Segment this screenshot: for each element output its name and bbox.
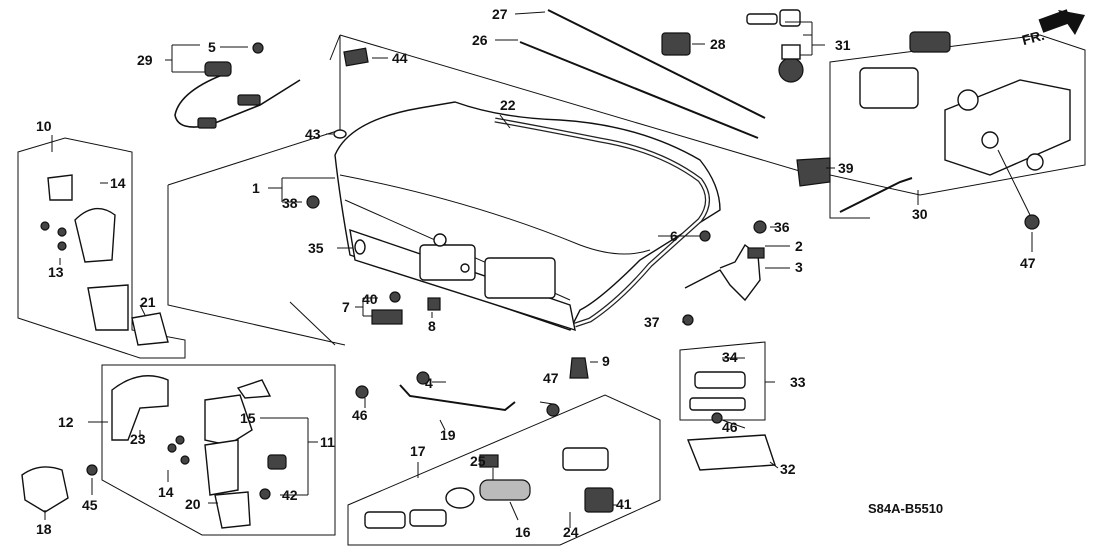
bolt-46-center (355, 385, 369, 399)
callout-31: 31 (835, 37, 851, 53)
rod-19 (399, 384, 516, 412)
callout-22: 22 (500, 97, 516, 113)
connector-28 (661, 32, 691, 56)
callout-25: 25 (470, 453, 486, 469)
callout-27: 27 (492, 6, 508, 22)
callout-14-upper: 14 (110, 175, 126, 191)
callout-18: 18 (36, 521, 52, 537)
callout-3: 3 (795, 259, 803, 275)
clip-8 (427, 297, 441, 311)
callout-23: 23 (130, 431, 146, 447)
ring-43 (333, 129, 347, 139)
key-cylinder-31 (746, 9, 804, 83)
hinge-18 (21, 466, 69, 513)
group-outline-lock-lower (101, 364, 336, 536)
callout-47-center: 47 (543, 370, 559, 386)
callout-39: 39 (838, 160, 854, 176)
callout-45: 45 (82, 497, 98, 513)
callout-17: 17 (410, 443, 426, 459)
callout-8: 8 (428, 318, 436, 334)
leader-lines (44, 11, 1033, 528)
callout-12: 12 (58, 414, 74, 430)
diagram-code: S84A-B5510 (868, 501, 943, 516)
striker-bracket (682, 220, 767, 326)
callout-42: 42 (282, 487, 298, 503)
key-cylinder-16 (364, 479, 531, 529)
callout-16: 16 (515, 524, 531, 540)
callout-20: 20 (185, 496, 201, 512)
clip-39 (796, 157, 831, 187)
torsion-bar-26 (519, 41, 759, 139)
callout-13: 13 (48, 264, 64, 280)
callout-34: 34 (722, 349, 738, 365)
clip-40 (389, 291, 401, 303)
callout-1: 1 (252, 180, 260, 196)
torsion-bar-27 (547, 9, 766, 119)
callout-38: 38 (282, 195, 298, 211)
trunk-outline-line (339, 34, 870, 219)
light-33 (694, 371, 746, 389)
direction-label: FR. (1020, 27, 1046, 48)
lens-32 (686, 434, 776, 471)
callout-43: 43 (305, 126, 321, 142)
callout-41: 41 (616, 496, 632, 512)
lock-lower-parts (111, 375, 287, 529)
callout-36: 36 (774, 219, 790, 235)
group-outline-cylinder (347, 394, 661, 546)
callout-5: 5 (208, 39, 216, 55)
callout-labels: 1 2 3 5 6 7 8 9 10 11 12 13 14 15 16 17 … (36, 6, 1046, 540)
callout-6: 6 (670, 228, 678, 244)
callout-40: 40 (362, 291, 378, 307)
pad-44 (343, 47, 369, 67)
callout-44: 44 (392, 50, 408, 66)
callout-30: 30 (912, 206, 928, 222)
clip-25 (479, 454, 499, 468)
group-outline-light (679, 341, 766, 421)
callout-15: 15 (240, 410, 256, 426)
callout-14-lower: 14 (158, 484, 174, 500)
cable-routing-line (167, 34, 346, 346)
bumper-9 (569, 357, 589, 379)
callout-24: 24 (563, 524, 579, 540)
nut-38 (306, 195, 320, 209)
bracket-7 (371, 309, 403, 325)
lock-upper-parts (40, 174, 169, 346)
callout-10: 10 (36, 118, 52, 134)
callout-7: 7 (342, 299, 350, 315)
callout-2: 2 (795, 238, 803, 254)
callout-46-center: 46 (352, 407, 368, 423)
callout-21: 21 (140, 294, 156, 310)
cable-30 (839, 177, 913, 213)
callout-47-right: 47 (1020, 255, 1036, 271)
trunk-lid (334, 101, 721, 332)
opener-30 (859, 31, 1071, 230)
group-outline-lock-upper (17, 137, 186, 359)
callout-33: 33 (790, 374, 806, 390)
callout-11: 11 (320, 434, 335, 450)
trunk-lamp-24 (562, 447, 614, 513)
bolt-47 (546, 403, 560, 417)
callout-35: 35 (308, 240, 324, 256)
release-cable-29 (174, 42, 301, 129)
callout-46-right: 46 (722, 419, 738, 435)
callout-26: 26 (472, 32, 488, 48)
callout-19: 19 (440, 427, 456, 443)
callout-9: 9 (602, 353, 610, 369)
callout-29: 29 (137, 52, 153, 68)
callout-37: 37 (644, 314, 660, 330)
callout-32: 32 (780, 461, 796, 477)
bolt-46-right (711, 412, 723, 424)
bolt-45 (86, 464, 98, 476)
grommet-35 (354, 239, 366, 255)
clip-4 (416, 371, 430, 385)
callout-4: 4 (425, 375, 433, 391)
callout-28: 28 (710, 36, 726, 52)
